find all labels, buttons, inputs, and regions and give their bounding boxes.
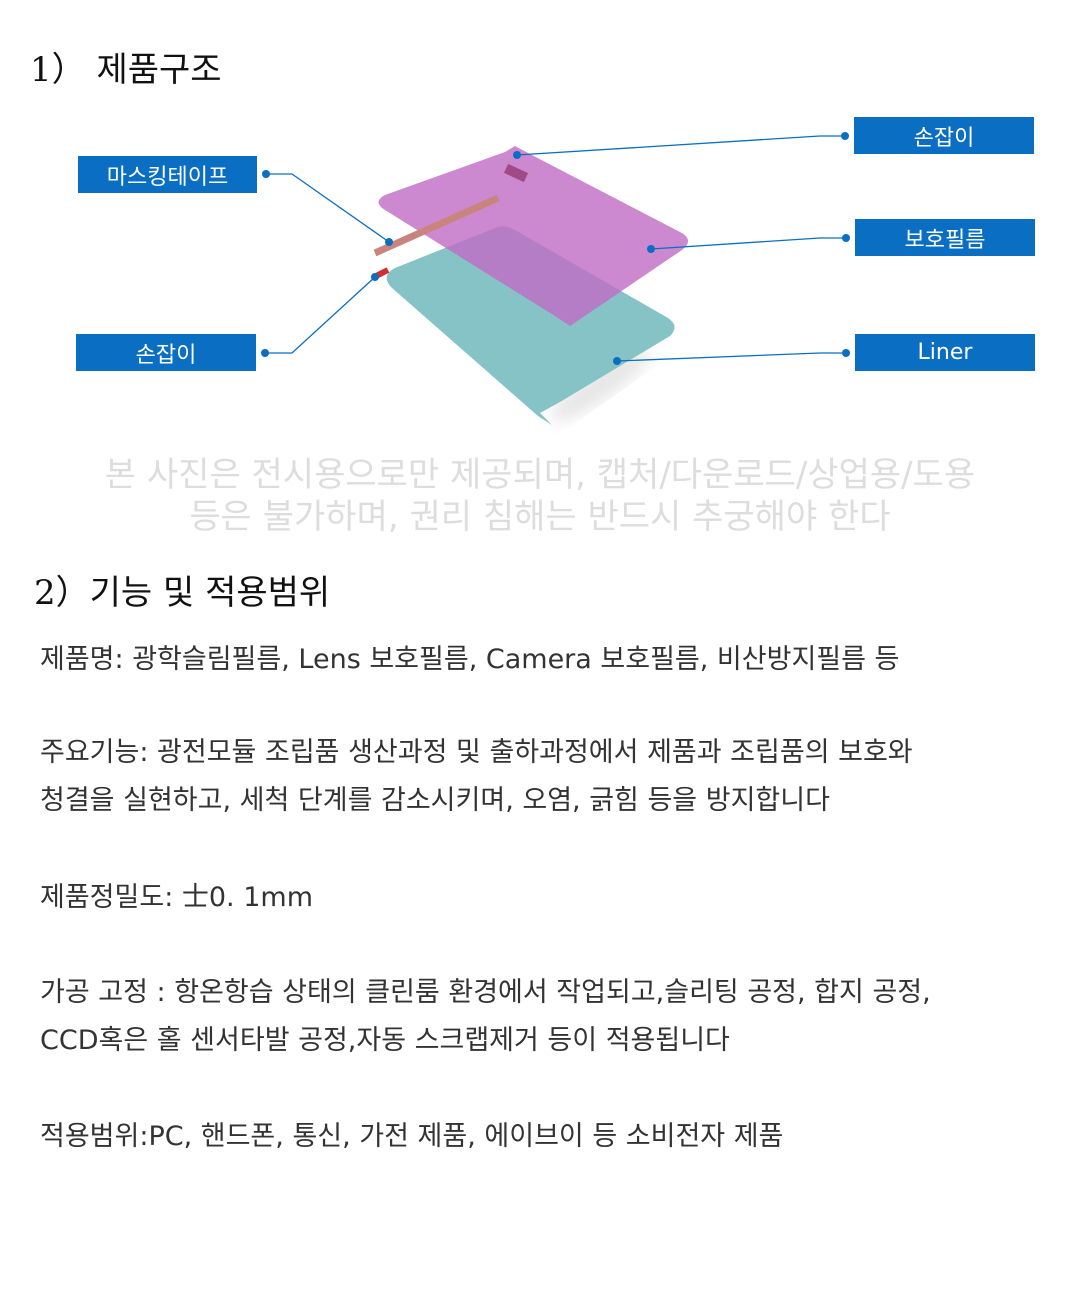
label-masking-tape: 마스킹테이프: [78, 156, 257, 193]
masking-tape-shape: [373, 194, 500, 257]
watermark-line-1: 본 사진은 전시용으로만 제공되며, 캡처/다운로드/상업용/도용: [104, 455, 976, 495]
label-handle-left: 손잡이: [76, 334, 256, 371]
application-text: 적용범위:PC, 핸드폰, 통신, 가전 제품, 에이브이 등 소비전자 제품: [40, 1121, 784, 1152]
main-function-text-2: 청결을 실현하고, 세척 단계를 감소시키며, 오염, 긁힘 등을 방지합니다: [40, 785, 830, 816]
liner-shape: [386, 226, 675, 425]
label-handle-right: 손잡이: [854, 117, 1034, 154]
watermark-line-2: 등은 불가하며, 권리 침해는 반드시 추궁해야 한다: [189, 497, 891, 537]
product-name-text: 제품명: 광학슬림필름, Lens 보호필름, Camera 보호필름, 비산방…: [40, 644, 900, 675]
process-text-2: CCD혹은 홀 센서타발 공정,자동 스크랩제거 등이 적용됩니다: [40, 1025, 730, 1056]
section-1-title: 1） 제품구조: [30, 50, 222, 90]
process-text-1: 가공 고정 : 항온항습 상태의 클린룸 환경에서 작업되고,슬리팅 공정, 합…: [40, 977, 931, 1008]
label-liner: Liner: [855, 334, 1035, 371]
protective-film-shape: [378, 146, 689, 326]
main-function-text-1: 주요기능: 광전모듈 조립품 생산과정 및 출하과정에서 제품과 조립품의 보호…: [40, 737, 913, 768]
product-structure-diagram: [261, 132, 850, 425]
section-2-title: 2）기능 및 적용범위: [34, 573, 331, 613]
precision-text: 제품정밀도: 士0. 1mm: [40, 882, 314, 913]
label-protective-film: 보호필름: [855, 219, 1035, 256]
